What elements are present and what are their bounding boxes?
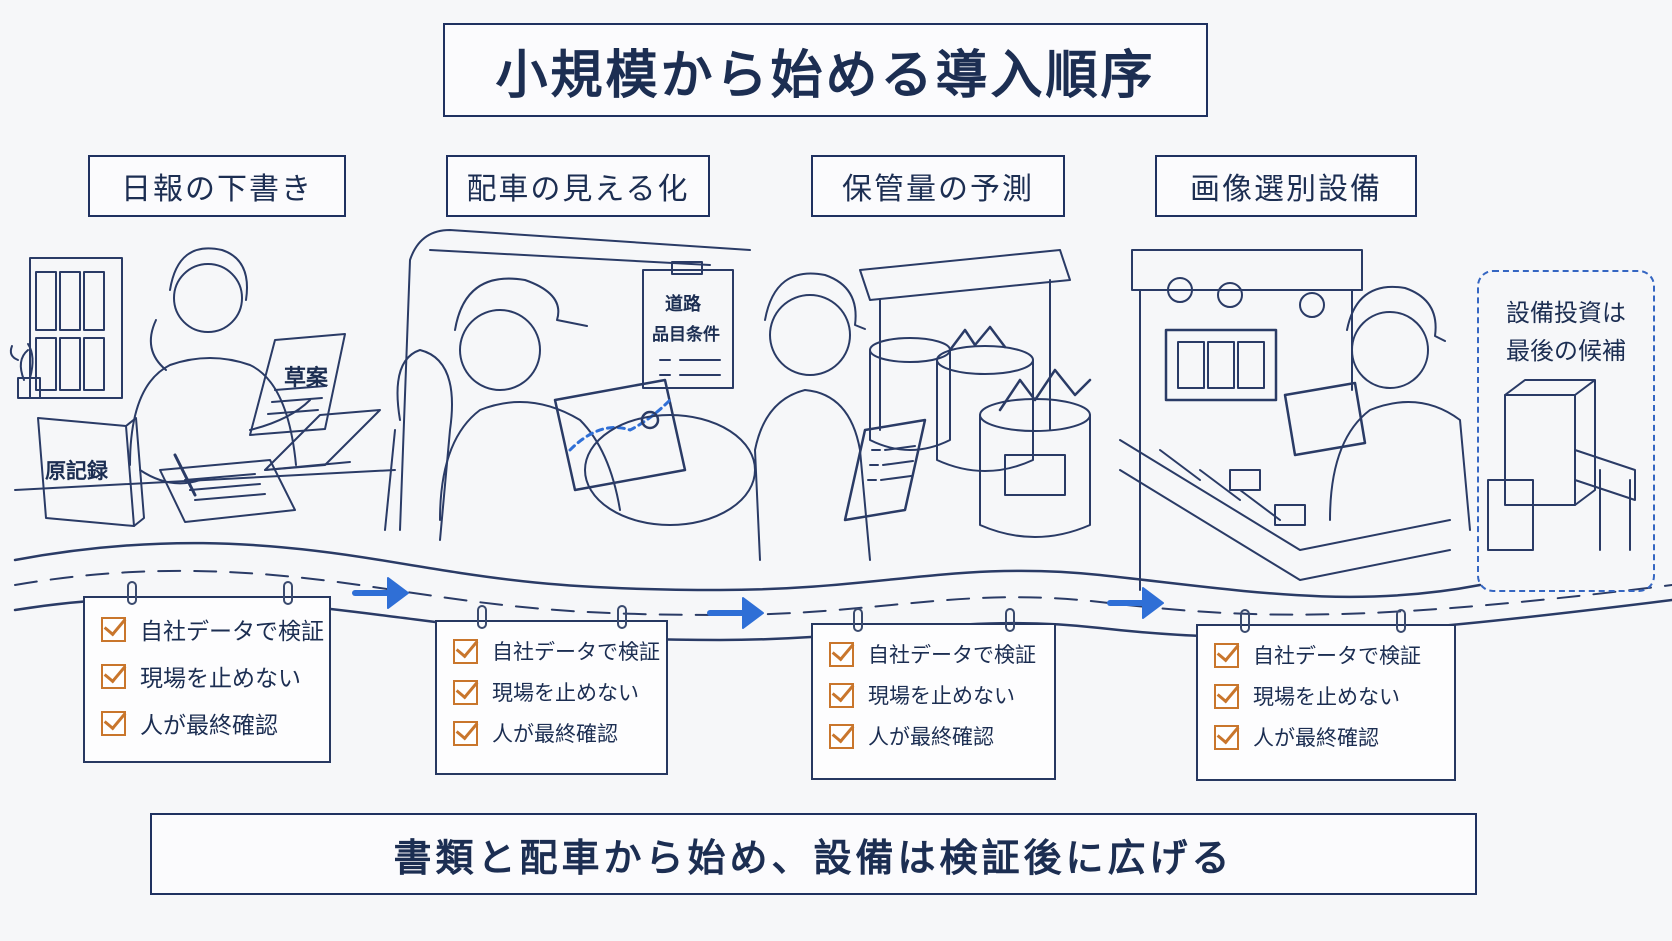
check-label: 現場を止めない: [868, 684, 1015, 708]
equipment-candidate-box: 設備投資は 最後の候補: [1477, 270, 1655, 592]
check-item: 現場を止めない: [101, 659, 319, 693]
check-label: 自社データで検証: [140, 619, 324, 645]
checkbox-checked-icon: [829, 641, 854, 667]
checkbox-checked-icon: [453, 638, 478, 664]
truck-cab-scene: [384, 229, 756, 541]
candidate-text: 設備投資は 最後の候補: [1479, 294, 1653, 370]
check-label: 自社データで検証: [868, 643, 1036, 667]
check-item: 人が最終確認: [101, 706, 319, 740]
checklist-stage-1: 自社データで検証 現場を止めない 人が最終確認: [83, 581, 331, 763]
stage-title-daily-report: 日報の下書き: [88, 155, 346, 217]
ring-icon: [127, 581, 137, 605]
check-item: 現場を止めない: [1214, 681, 1444, 711]
stage-title-dispatch: 配車の見える化: [446, 155, 710, 217]
ring-icon: [283, 581, 293, 605]
ring-icon: [1005, 608, 1015, 632]
check-item: 人が最終確認: [453, 718, 656, 748]
storage-scene: [754, 249, 1092, 561]
ring-icon: [477, 605, 487, 629]
check-item: 人が最終確認: [829, 721, 1044, 751]
candidate-line-2: 最後の候補: [1506, 337, 1626, 365]
check-item: 人が最終確認: [1214, 722, 1444, 752]
checklist-stage-3: 自社データで検証 現場を止めない 人が最終確認: [811, 608, 1056, 780]
check-item: 自社データで検証: [101, 612, 324, 646]
ring-icon: [1240, 609, 1250, 633]
page-title: 小規模から始める導入順序: [443, 23, 1208, 117]
candidate-line-1: 設備投資は: [1506, 299, 1626, 327]
checkbox-checked-icon: [829, 723, 854, 749]
check-label: 現場を止めない: [1253, 685, 1400, 709]
check-label: 自社データで検証: [492, 640, 660, 664]
label-draft: 草案: [284, 366, 329, 391]
checkbox-checked-icon: [101, 616, 126, 642]
checkbox-checked-icon: [1214, 642, 1239, 668]
label-road: 道路: [665, 294, 701, 315]
label-original-record: 原記録: [45, 459, 108, 483]
checkbox-checked-icon: [1214, 683, 1239, 709]
footer-summary: 書類と配車から始め、設備は検証後に広げる: [150, 813, 1477, 895]
check-item: 自社データで検証: [453, 636, 660, 666]
ring-icon: [1396, 609, 1406, 633]
stage-title-image-sorting: 画像選別設備: [1155, 155, 1417, 217]
road-top-edge: [13, 541, 1482, 599]
checkbox-checked-icon: [453, 679, 478, 705]
checkbox-checked-icon: [101, 663, 126, 689]
checklist-stage-4: 自社データで検証 現場を止めない 人が最終確認: [1196, 609, 1456, 781]
check-item: 自社データで検証: [829, 639, 1044, 669]
office-scene: [9, 247, 396, 527]
check-item: 現場を止めない: [829, 680, 1044, 710]
progress-arrows: [352, 577, 1164, 629]
check-label: 現場を止めない: [492, 681, 639, 705]
check-label: 人が最終確認: [140, 713, 278, 739]
label-item-conditions: 品目条件: [652, 325, 720, 345]
check-label: 現場を止めない: [140, 666, 301, 692]
checkbox-checked-icon: [453, 720, 478, 746]
checkbox-checked-icon: [1214, 724, 1239, 750]
stage-title-storage-forecast: 保管量の予測: [811, 155, 1065, 217]
check-item: 自社データで検証: [1214, 640, 1444, 670]
check-label: 人が最終確認: [492, 722, 618, 746]
checkbox-checked-icon: [101, 710, 126, 736]
ring-icon: [853, 608, 863, 632]
check-label: 人が最終確認: [1253, 726, 1379, 750]
check-item: 現場を止めない: [453, 677, 656, 707]
check-label: 人が最終確認: [868, 725, 994, 749]
ring-icon: [617, 605, 627, 629]
checklist-stage-2: 自社データで検証 現場を止めない 人が最終確認: [435, 605, 668, 775]
check-label: 自社データで検証: [1253, 644, 1421, 668]
candidate-machine: [1487, 379, 1636, 551]
sorting-scene: [1119, 249, 1471, 591]
checkbox-checked-icon: [829, 682, 854, 708]
